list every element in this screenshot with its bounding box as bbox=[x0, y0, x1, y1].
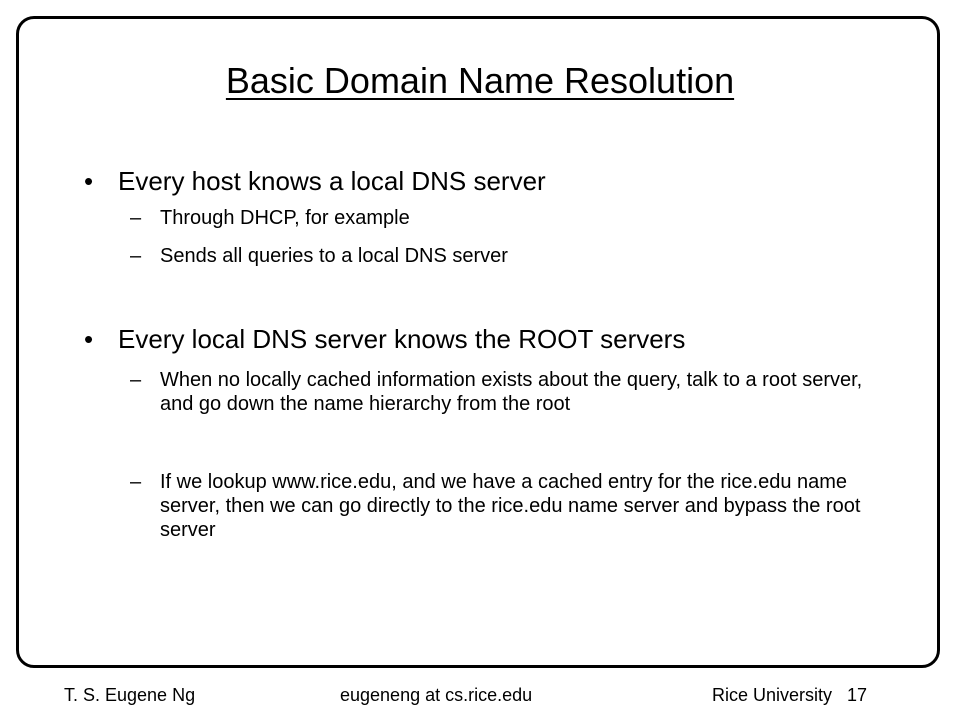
footer-author: T. S. Eugene Ng bbox=[64, 685, 196, 705]
dash-marker: – bbox=[130, 207, 142, 229]
subitem-text: If we lookup www.rice.edu, and we have a… bbox=[160, 471, 861, 541]
dash-marker: – bbox=[130, 471, 142, 493]
bullet-1: • Every host knows a local DNS server bbox=[84, 165, 546, 197]
bullet-2: • Every local DNS server knows the ROOT s… bbox=[84, 323, 685, 355]
slide-frame bbox=[16, 16, 940, 668]
subitem-2-2: – If we lookup www.rice.edu, and we have… bbox=[130, 470, 870, 542]
bullet-marker: • bbox=[84, 166, 94, 196]
subitem-1-2: – Sends all queries to a local DNS serve… bbox=[130, 244, 870, 268]
subitem-text: Through DHCP, for example bbox=[160, 207, 410, 229]
bullet-text: Every local DNS server knows the ROOT se… bbox=[118, 324, 686, 354]
subitem-text: Sends all queries to a local DNS server bbox=[160, 245, 508, 267]
dash-marker: – bbox=[130, 245, 142, 267]
dash-marker: – bbox=[130, 369, 142, 391]
footer-email: eugeneng at cs.rice.edu bbox=[340, 685, 533, 705]
bullet-marker: • bbox=[84, 324, 94, 354]
subitem-1-1: – Through DHCP, for example bbox=[130, 206, 870, 230]
footer-institution-page: Rice University 17 bbox=[712, 685, 868, 705]
subitem-2-1: – When no locally cached information exi… bbox=[130, 368, 870, 416]
bullet-text: Every host knows a local DNS server bbox=[118, 166, 546, 196]
subitem-text: When no locally cached information exist… bbox=[160, 369, 863, 415]
slide-title: Basic Domain Name Resolution bbox=[225, 60, 735, 101]
